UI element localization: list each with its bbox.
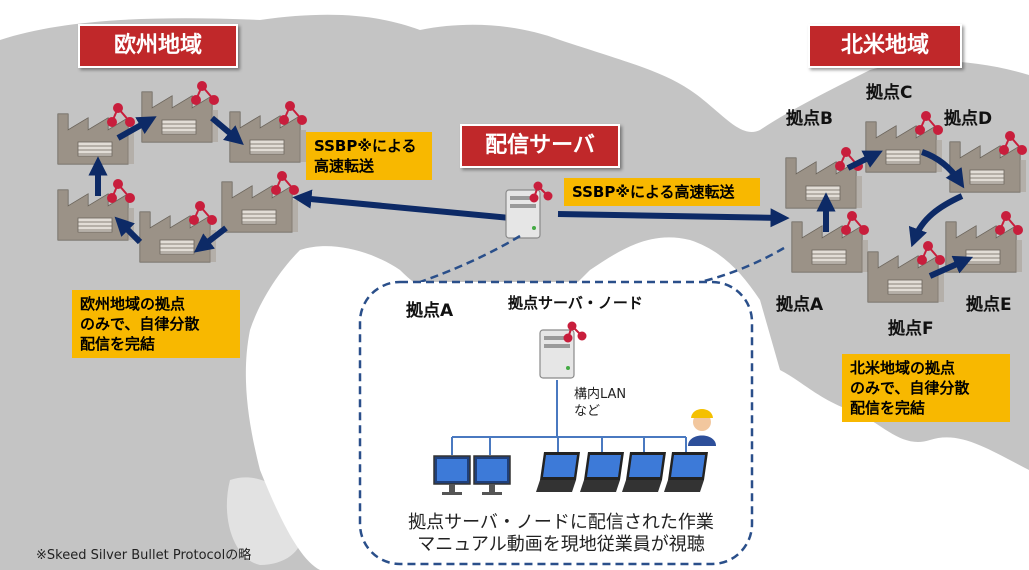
na-autonomous-note: 北米地域の拠点 のみで、自律分散 配信を完結 [842, 354, 1010, 422]
europe-autonomous-note: 欧州地域の拠点 のみで、自律分散 配信を完結 [72, 290, 240, 358]
europe-transfer-line-2: 高速転送 [314, 157, 375, 175]
europe-note-line-2: のみで、自律分散 [80, 315, 200, 333]
arrow-to-europe [292, 189, 511, 221]
na-site-label-a: 拠点A [776, 295, 824, 315]
site-a-caption-line-2: マニュアル動画を現地従業員が視聴 [417, 534, 705, 555]
site-a-title: 拠点A [406, 301, 454, 321]
na-note-line-1: 北米地域の拠点 [850, 359, 956, 377]
europe-note-line-3: 配信を完結 [80, 335, 156, 353]
europe-transfer-line-1: SSBP※による [314, 137, 417, 155]
na-site-label-e: 拠点E [966, 295, 1012, 315]
europe-note-line-1: 欧州地域の拠点 [80, 295, 186, 313]
lan-label-line-2: など [574, 404, 601, 419]
footnote: ※Skeed Silver Bullet Protocolの略 [36, 548, 252, 563]
region-label-europe: 欧州地域 [78, 24, 238, 68]
na-transfer-label: SSBP※による高速転送 [564, 178, 760, 206]
region-label-north-america: 北米地域 [808, 24, 962, 68]
na-site-label-b: 拠点B [786, 109, 833, 129]
europe-transfer-label: SSBP※による 高速転送 [306, 132, 432, 180]
lan-label-line-1: 構内LAN [574, 387, 627, 402]
lan-label: 構内LAN など [574, 386, 626, 420]
na-site-label-c: 拠点C [866, 83, 913, 103]
na-flow-arrows [816, 149, 974, 279]
site-server-node-label: 拠点サーバ・ノード [508, 294, 643, 312]
na-note-line-2: のみで、自律分散 [850, 379, 970, 397]
na-site-label-d: 拠点D [944, 109, 993, 129]
site-a-caption: 拠点サーバ・ノードに配信された作業 マニュアル動画を現地従業員が視聴 [376, 512, 746, 556]
worker-icon [688, 409, 716, 446]
callout-connector [419, 234, 785, 284]
europe-flow-arrows [88, 115, 244, 253]
na-site-label-f: 拠点F [888, 319, 934, 339]
arrow-to-north-america [557, 208, 790, 228]
na-note-line-3: 配信を完結 [850, 399, 926, 417]
site-a-caption-line-1: 拠点サーバ・ノードに配信された作業 [408, 512, 714, 533]
delivery-server-label: 配信サーバ [460, 124, 620, 168]
